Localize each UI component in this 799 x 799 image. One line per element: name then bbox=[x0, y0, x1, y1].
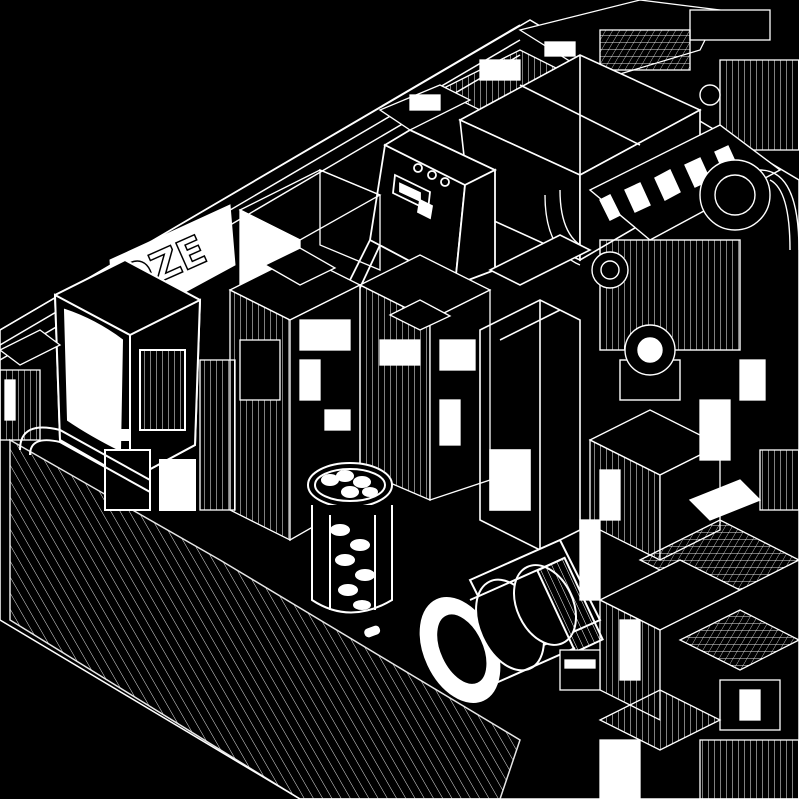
right-city-blocks bbox=[559, 359, 799, 799]
engine-block bbox=[544, 84, 799, 401]
left-edge-structures bbox=[0, 329, 62, 441]
steel-frame bbox=[479, 234, 592, 551]
central-modules bbox=[199, 247, 492, 542]
back-buildings bbox=[378, 0, 799, 151]
control-panel bbox=[329, 128, 498, 321]
camera-lens bbox=[419, 538, 604, 703]
pill-jar bbox=[307, 462, 393, 638]
crt-television bbox=[53, 258, 202, 511]
